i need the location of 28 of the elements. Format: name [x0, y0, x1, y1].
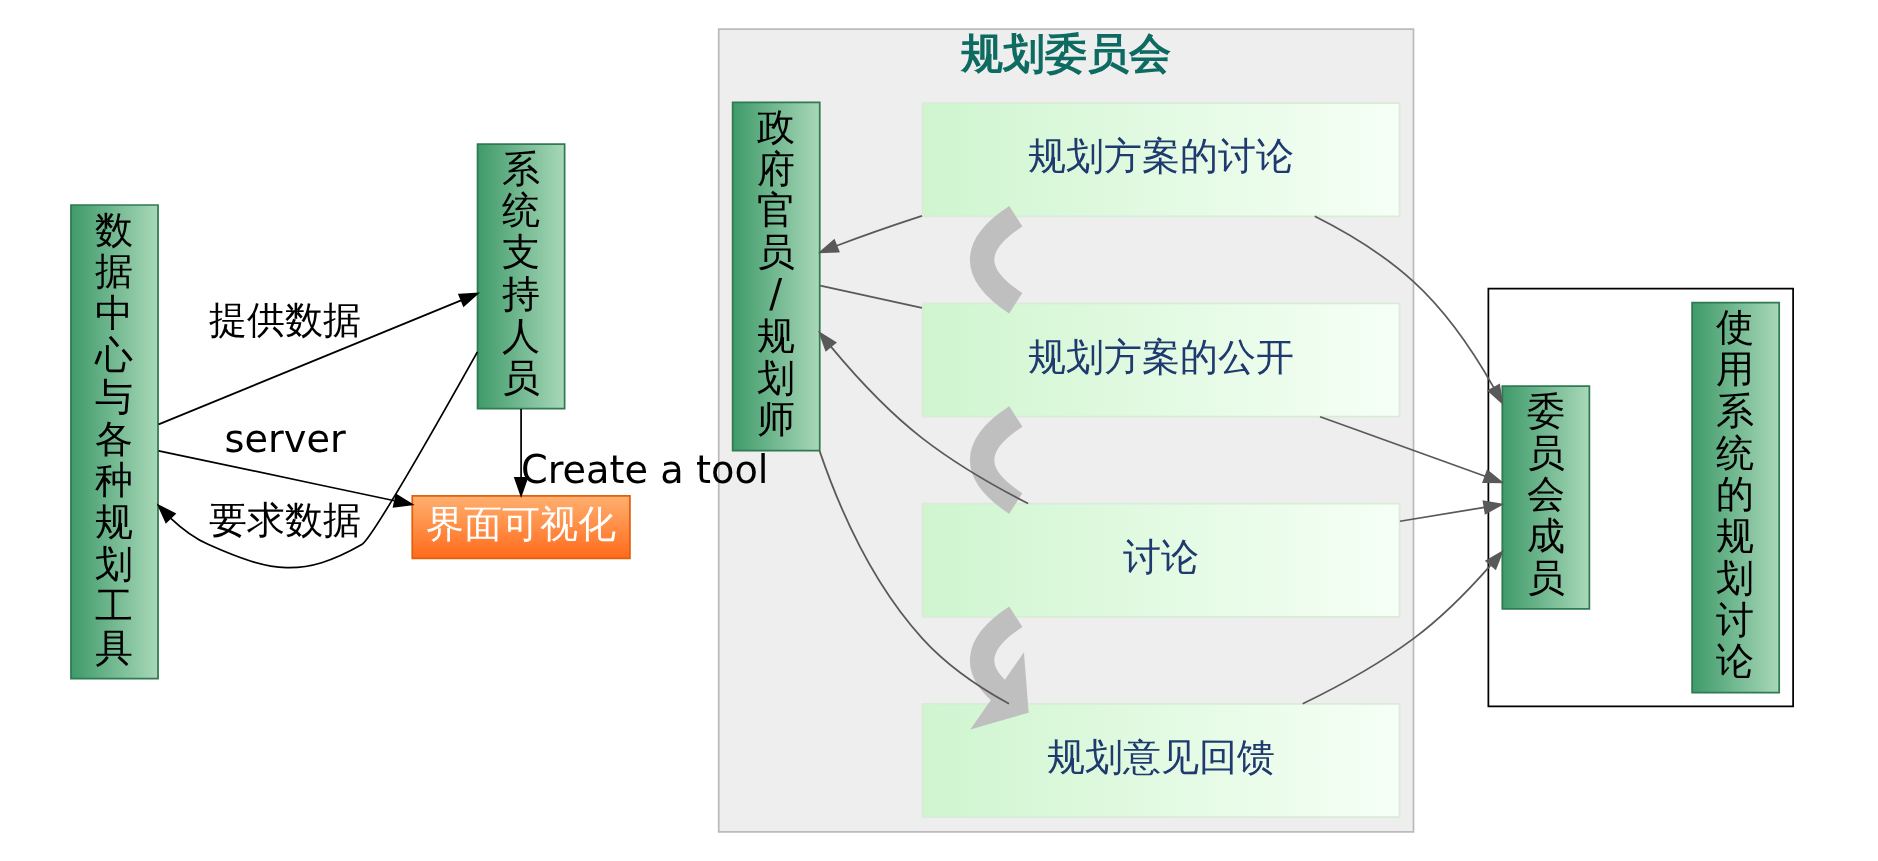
arrow: [513, 408, 529, 498]
arrow: [1399, 500, 1505, 523]
edge-label: server: [224, 415, 346, 461]
arrow: [817, 214, 923, 254]
node-box: 政府官员/规划师: [731, 101, 821, 452]
node-box: 界面可视化: [411, 494, 631, 560]
node-box: 规划意见回馈: [921, 703, 1401, 818]
connector: [818, 450, 1010, 705]
edge-label: 要求数据: [209, 497, 362, 543]
connector: [970, 206, 1023, 314]
node-box: 规划方案的公开: [921, 302, 1401, 418]
arrow: [818, 330, 1029, 505]
edge-label: 提供数据: [209, 297, 362, 343]
arrow: [1319, 415, 1505, 484]
connector: [970, 406, 1023, 514]
arrow: [1313, 215, 1504, 406]
connector: [819, 284, 923, 309]
node-box: 规划方案的讨论: [921, 102, 1401, 218]
node-box: 数据中心与各种规划工具: [70, 204, 159, 680]
node-box: 委员会成员: [1501, 385, 1591, 610]
arrow: [156, 351, 479, 569]
node-box: 讨论: [921, 502, 1401, 618]
arrow: [1301, 549, 1504, 705]
node-box: 使用系统的规划讨论: [1691, 301, 1781, 694]
arrow: [157, 449, 415, 508]
node-box: 系统支持人员: [476, 143, 566, 410]
arrow: [157, 292, 480, 426]
arrow: [970, 606, 1029, 730]
